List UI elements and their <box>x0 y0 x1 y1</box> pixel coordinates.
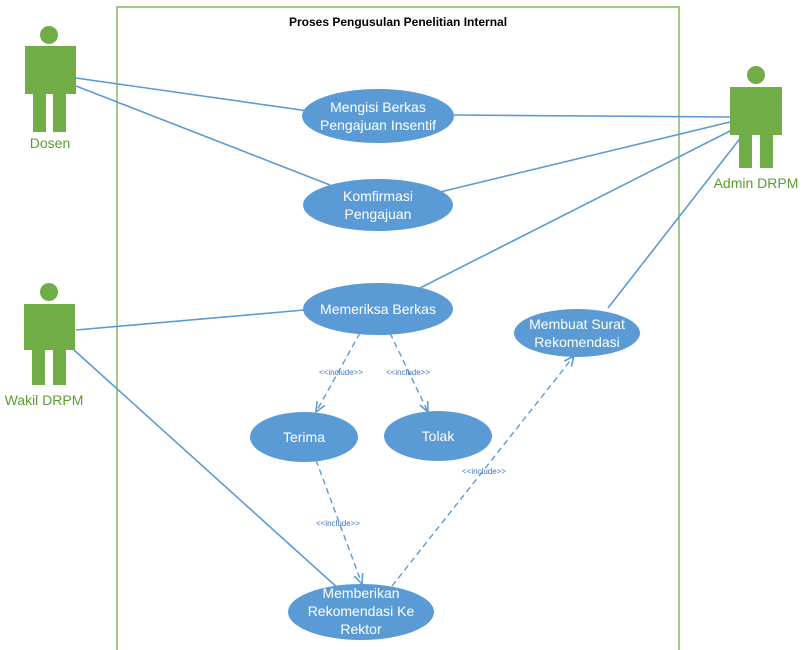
actor-wakil-drpm: Wakil DRPM <box>5 283 84 408</box>
actor-admin-drpm: Admin DRPM <box>714 66 799 191</box>
svg-text:Terima: Terima <box>283 429 325 445</box>
svg-text:Tolak: Tolak <box>422 428 456 444</box>
assoc-admin-surat <box>607 135 743 309</box>
usecase-memberikan-rekomendasi: Memberikan Rekomendasi Ke Rektor <box>288 584 434 640</box>
person-icon <box>24 283 75 385</box>
svg-text:Rekomendasi: Rekomendasi <box>534 334 620 350</box>
include-memeriksa-terima <box>316 332 361 412</box>
diagram-title: Proses Pengusulan Penelitian Internal <box>289 15 507 29</box>
include-label-memberikan: <<include>> <box>316 519 360 528</box>
assoc-wakil-memeriksa <box>75 309 305 331</box>
include-terima-memberikan <box>315 459 362 584</box>
svg-text:Mengisi Berkas: Mengisi Berkas <box>330 99 426 115</box>
svg-text:Pengajuan Insentif: Pengajuan Insentif <box>320 117 436 133</box>
svg-text:Rekomendasi Ke: Rekomendasi Ke <box>308 603 415 619</box>
usecase-terima: Terima <box>250 412 358 462</box>
system-boundary <box>116 6 680 650</box>
usecase-memeriksa-berkas: Memeriksa Berkas <box>303 283 453 335</box>
include-label-terima: <<include>> <box>319 368 363 377</box>
person-icon <box>730 66 782 168</box>
actor-label-wakil: Wakil DRPM <box>5 392 84 408</box>
usecase-membuat-surat: Membuat Surat Rekomendasi <box>514 309 640 357</box>
include-memeriksa-tolak <box>389 332 428 412</box>
svg-text:Membuat Surat: Membuat Surat <box>529 316 625 332</box>
assoc-admin-konfirmasi <box>439 121 731 193</box>
usecase-tolak: Tolak <box>384 411 492 461</box>
assoc-wakil-memberikan <box>73 349 341 591</box>
person-icon <box>25 26 76 132</box>
assoc-admin-mengisi <box>453 114 731 118</box>
actor-label-dosen: Dosen <box>30 135 70 151</box>
svg-text:Memberikan: Memberikan <box>322 585 399 601</box>
svg-text:Rektor: Rektor <box>340 621 382 637</box>
include-label-tolak: <<include>> <box>386 368 430 377</box>
svg-text:Memeriksa Berkas: Memeriksa Berkas <box>320 301 436 317</box>
usecase-komfirmasi-pengajuan: Komfirmasi Pengajuan <box>303 179 453 231</box>
svg-text:Komfirmasi: Komfirmasi <box>343 188 413 204</box>
assoc-admin-memeriksa <box>419 129 733 289</box>
actor-label-admin: Admin DRPM <box>714 175 799 191</box>
assoc-dosen-mengisi <box>75 77 309 112</box>
assoc-dosen-konfirmasi <box>75 85 331 186</box>
usecase-mengisi-berkas: Mengisi Berkas Pengajuan Insentif <box>302 89 454 143</box>
include-label-surat: <<include>> <box>462 467 506 476</box>
actor-dosen: Dosen <box>25 26 76 151</box>
svg-text:Pengajuan: Pengajuan <box>345 206 412 222</box>
include-memberikan-surat <box>391 356 574 587</box>
